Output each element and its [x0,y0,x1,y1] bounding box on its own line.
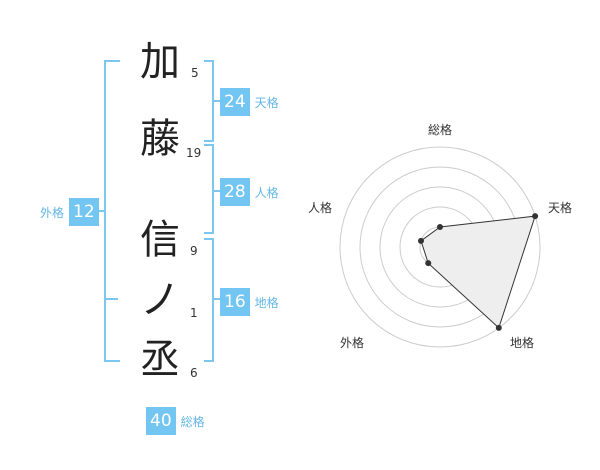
fortune-radar-chart: 総格 天格 地格 外格 人格 [308,122,572,350]
radar-axis-label-soukaku: 総格 [428,122,452,137]
gaikaku-badge: 12 外格 [40,198,99,226]
stroke-count-5: 6 [190,366,198,380]
radar-ring-5 [339,146,541,348]
chikaku-value: 16 [220,288,250,316]
jinkaku-badge: 28 人格 [220,178,279,206]
jinkaku-bracket-tick [212,190,220,192]
name-char-3: 信 [140,217,180,263]
gaikaku-label: 外格 [40,205,65,220]
radar-axis-label-tenkaku: 天格 [548,200,572,215]
gaikaku-value: 12 [69,198,99,226]
tenkaku-value: 24 [220,88,250,116]
soukaku-value: 40 [146,407,176,435]
radar-point-4 [417,237,424,244]
radar-point-2 [495,324,502,331]
radar-point-1 [532,213,539,220]
gaikaku-bracket-divider [106,298,118,300]
jinkaku-bracket [204,144,214,234]
chikaku-bracket [204,238,214,362]
radar-axis-label-gaikaku: 外格 [340,335,364,350]
soukaku-badge: 40 総格 [146,407,205,435]
tenkaku-bracket-tick [212,100,220,102]
jinkaku-label: 人格 [254,185,279,200]
jinkaku-value: 28 [220,178,250,206]
stroke-count-2: 19 [186,146,202,160]
radar-point-3 [425,260,432,267]
soukaku-label: 総格 [180,414,205,429]
chikaku-bracket-tick [212,298,220,300]
name-char-5: 丞 [140,337,180,383]
name-char-4: ノ [140,277,180,323]
chikaku-badge: 16 地格 [220,288,279,316]
name-char-2: 藤 [140,116,180,162]
tenkaku-badge: 24 天格 [220,88,279,116]
tenkaku-label: 天格 [254,95,279,110]
stroke-count-3: 9 [190,244,198,258]
stroke-count-1: 5 [191,66,199,80]
gaikaku-bracket [104,60,120,362]
radar-axis-label-chikaku: 地格 [510,335,534,350]
name-char-1: 加 [140,39,180,85]
radar-points [417,213,539,331]
radar-axis-label-jinkaku: 人格 [308,200,332,215]
chikaku-label: 地格 [254,295,279,310]
radar-area [420,215,536,329]
stroke-count-4: 1 [190,306,198,320]
radar-point-0 [437,224,443,230]
gaikaku-bracket-tick [96,210,106,212]
